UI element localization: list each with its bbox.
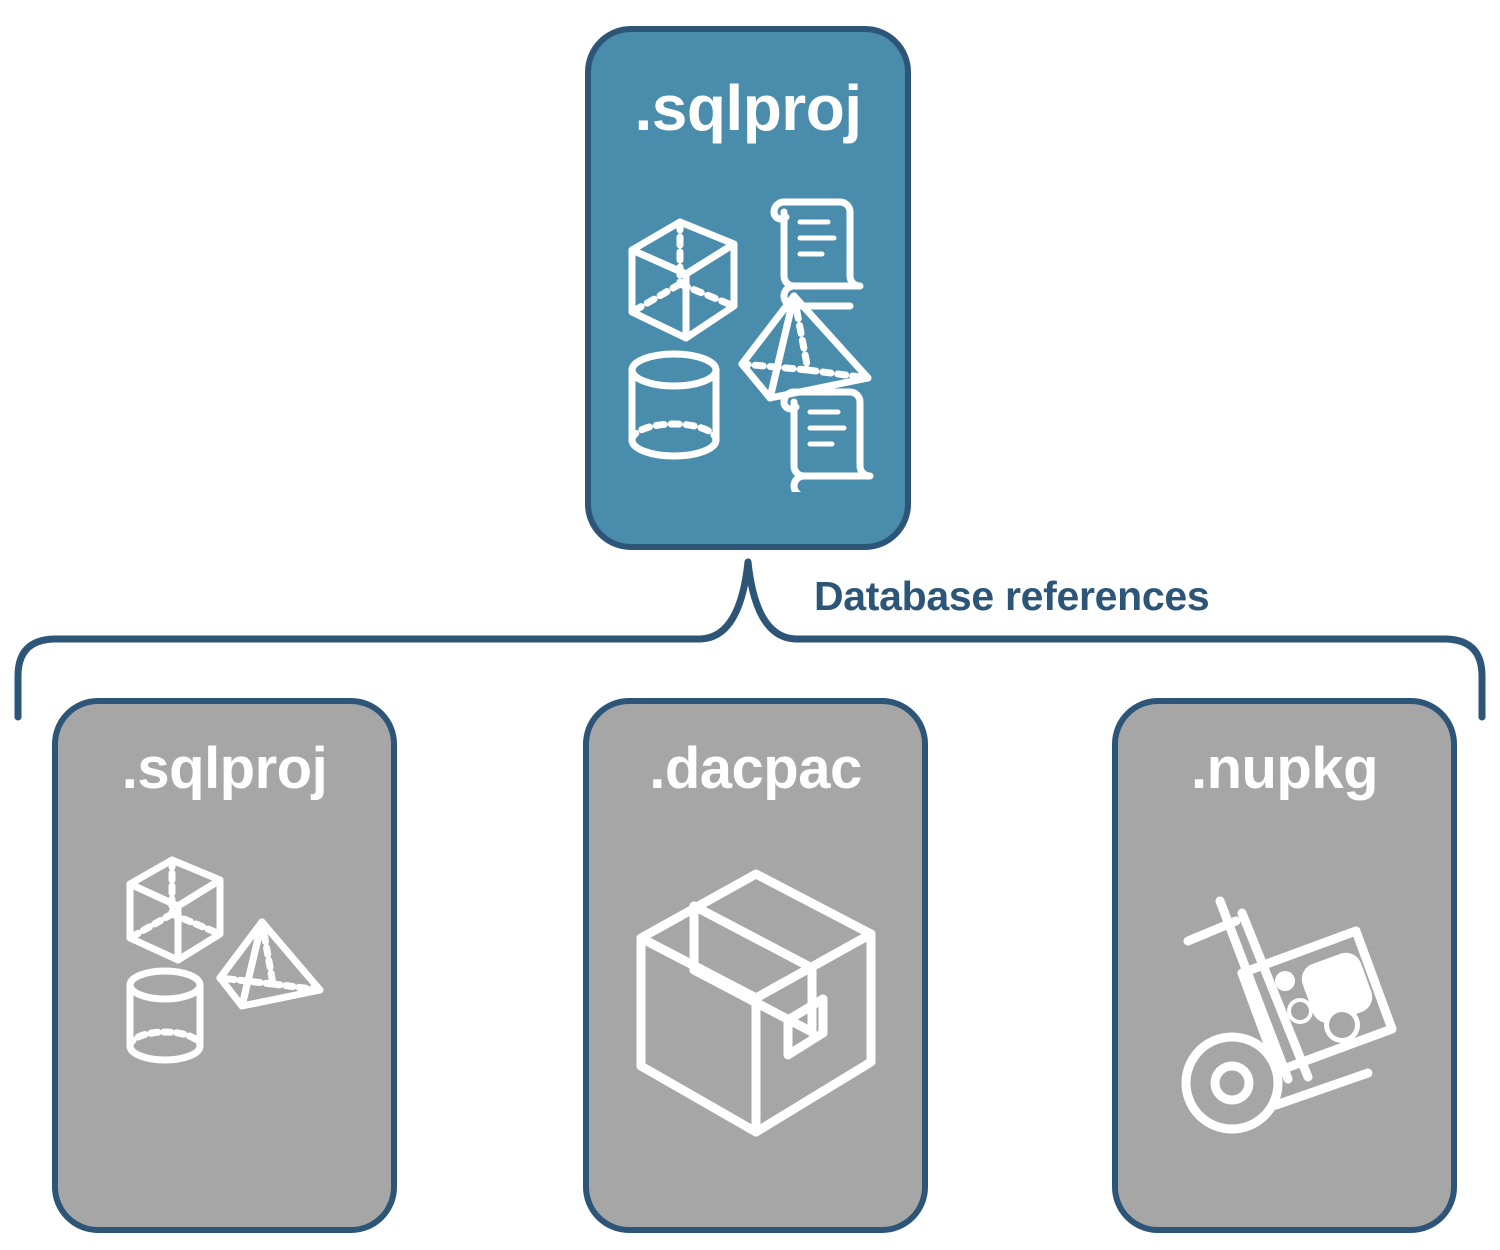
cube-wireframe-icon [628,218,738,342]
database-objects-icon-set [628,198,874,492]
connector-label: Database references [814,573,1210,619]
card-child-dacpac[interactable]: .dacpac [583,698,928,1233]
cylinder-wireframe-icon [628,350,720,460]
scroll-script-icon-top [770,198,864,310]
brace-path [14,558,1486,721]
database-objects-icon-set [126,856,323,1063]
cylinder-wireframe-icon [126,967,203,1063]
card-child-nupkg-title: .nupkg [1190,736,1379,801]
card-child-nupkg-icon-group [1118,798,1451,1227]
hand-truck-package-icon [1181,896,1396,1133]
shipping-box-icon [636,869,875,1136]
card-child-sqlproj-title: .sqlproj [121,736,328,801]
card-parent-icon-group [591,140,905,544]
card-parent-title: .sqlproj [634,72,862,144]
card-child-dacpac-title: .dacpac [649,736,862,801]
scroll-script-icon-bottom [780,388,874,492]
nuget-blocks-negative-space [1290,1001,1355,1038]
card-parent-sqlproj[interactable]: .sqlproj [585,26,911,550]
card-child-nupkg[interactable]: .nupkg [1112,698,1457,1233]
card-child-sqlproj-icon-group [58,798,391,1227]
card-child-dacpac-icon-group [589,798,922,1227]
pyramid-wireframe-icon [216,918,323,1009]
card-child-sqlproj[interactable]: .sqlproj [52,698,397,1233]
pyramid-wireframe-icon [738,292,872,402]
cube-wireframe-icon [126,856,223,963]
